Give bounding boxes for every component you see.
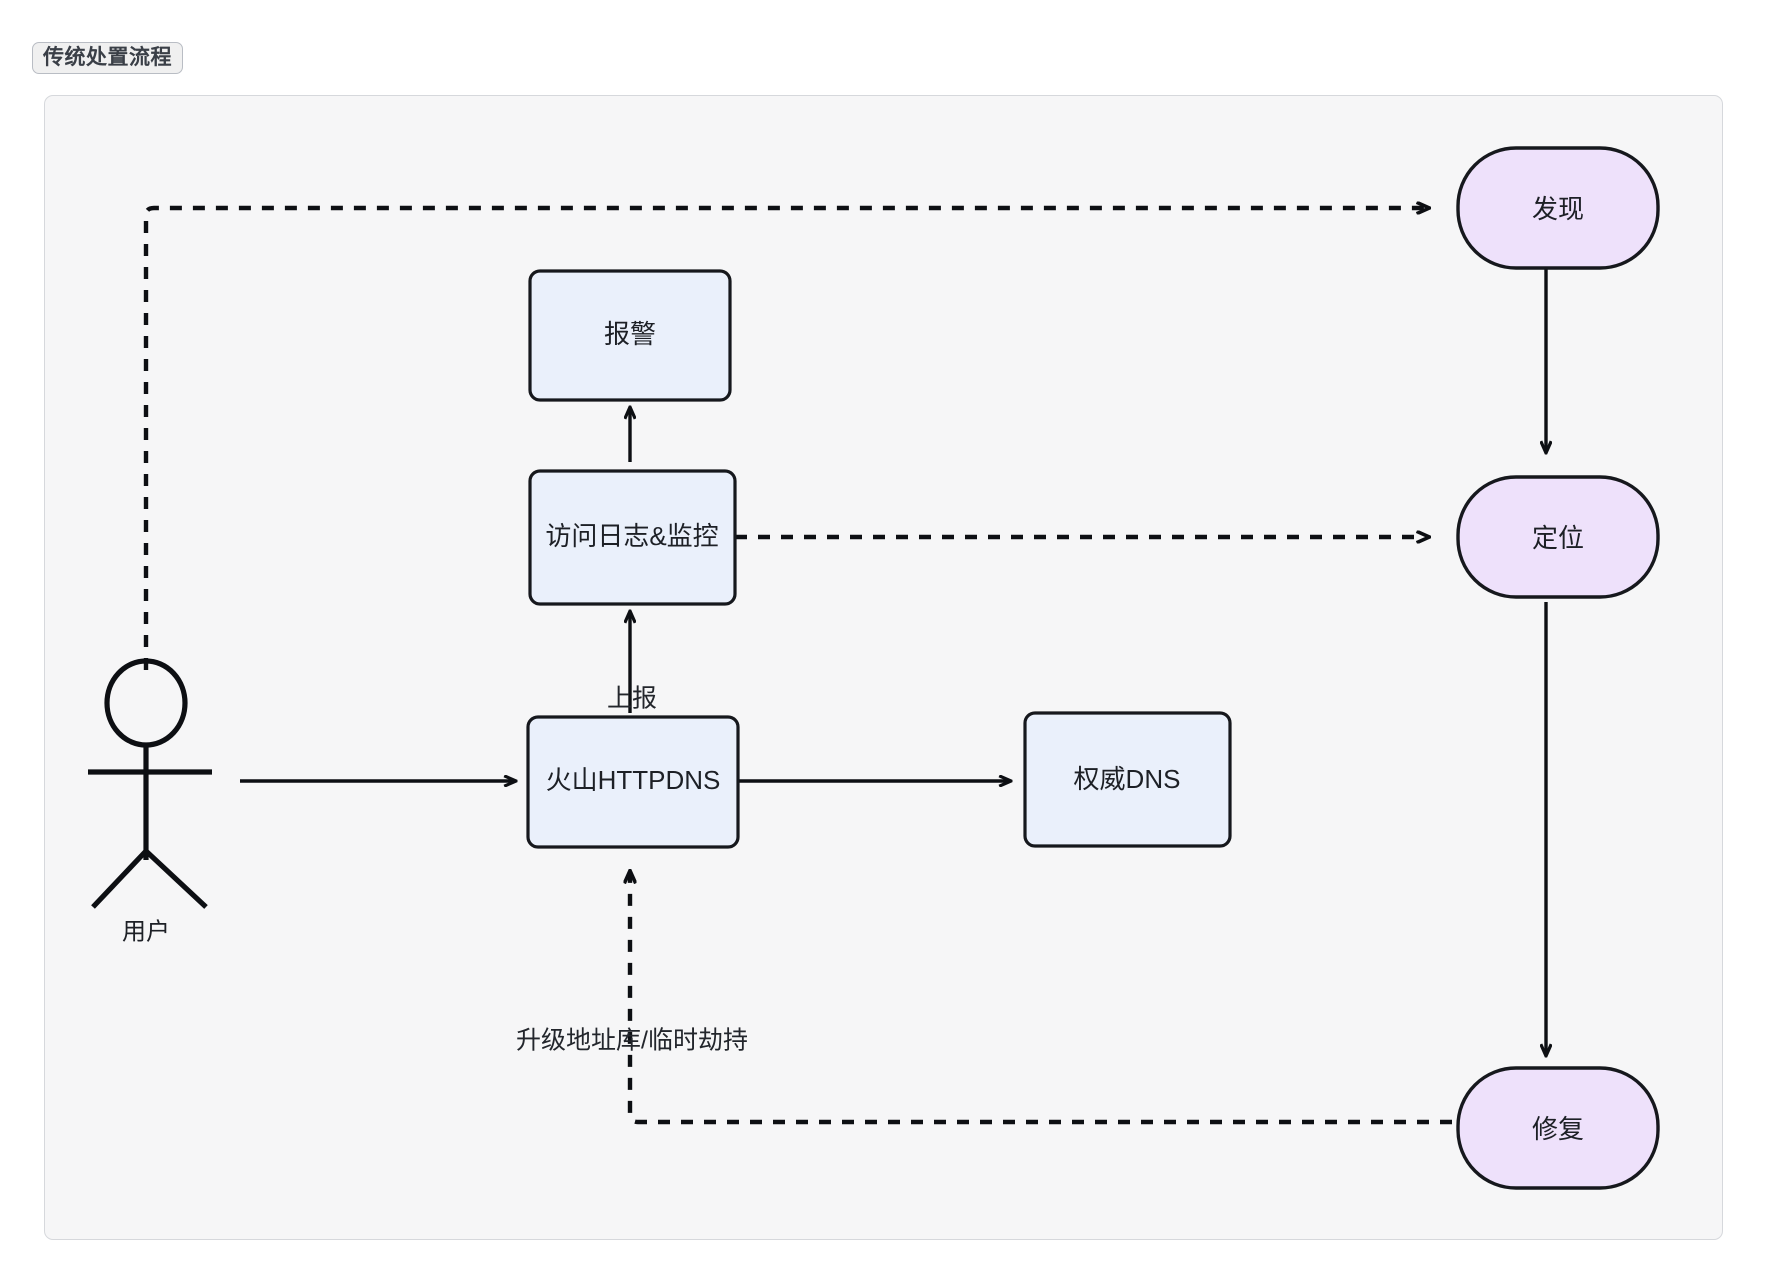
node-locate[interactable]: 定位 xyxy=(1456,475,1660,599)
node-alarm-label: 报警 xyxy=(604,319,656,349)
node-repair[interactable]: 修复 xyxy=(1456,1066,1660,1190)
node-httpdns-label: 火山HTTPDNS xyxy=(546,765,721,795)
frame-title: 传统处置流程 xyxy=(32,42,183,74)
node-logs[interactable]: 访问日志&监控 xyxy=(528,469,737,606)
node-locate-shape xyxy=(1456,475,1660,599)
diagram-frame xyxy=(44,95,1723,1240)
node-repair-label: 修复 xyxy=(1532,1114,1584,1144)
edge-repair-to-httpdns xyxy=(630,872,1452,1125)
node-authdns-label: 权威DNS xyxy=(1074,764,1181,794)
node-httpdns-shape xyxy=(526,715,740,849)
node-alarm-shape xyxy=(528,269,732,402)
actor-label: 用户 xyxy=(122,918,170,945)
node-alarm[interactable]: 报警 xyxy=(528,269,732,402)
node-repair-shape xyxy=(1456,1066,1660,1190)
edge-label-report: 上报 xyxy=(607,685,657,713)
node-logs-label: 访问日志&监控 xyxy=(545,521,718,551)
node-locate-label: 定位 xyxy=(1532,523,1584,553)
actor-head-icon xyxy=(104,658,188,748)
actor-user[interactable]: 用户 xyxy=(88,658,212,945)
node-discover[interactable]: 发现 xyxy=(1456,146,1660,270)
node-httpdns[interactable]: 火山HTTPDNS xyxy=(526,715,740,849)
actor-legs-icon xyxy=(91,849,208,909)
edge-label-upgrade: 升级地址库/临时劫持 xyxy=(516,1027,748,1055)
node-discover-label: 发现 xyxy=(1532,194,1584,224)
node-discover-shape xyxy=(1456,146,1660,270)
node-logs-shape xyxy=(528,469,737,606)
edge-user-to-discover xyxy=(143,208,1428,670)
node-authdns[interactable]: 权威DNS xyxy=(1023,711,1232,848)
node-authdns-shape xyxy=(1023,711,1232,848)
